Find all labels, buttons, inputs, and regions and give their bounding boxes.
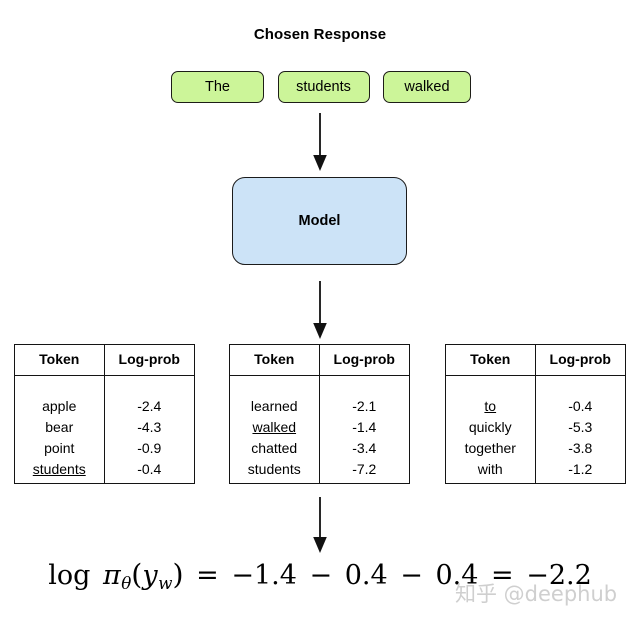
page-title: Chosen Response [253, 26, 387, 43]
logprob-sum-formula: log πθ(yw) = −1.4 − 0.4 − 0.4 = −2.2 [0, 558, 640, 593]
formula-term-0: −1.4 [231, 560, 297, 591]
logprob-value: -3.8 [568, 440, 593, 456]
response-token-chip-1: students [277, 71, 370, 103]
table-row: learned [230, 396, 319, 417]
token-value: apple [42, 398, 77, 414]
logprob-table-2: Token to quickly together with Log-prob … [445, 344, 626, 484]
logprob-table-1-token-header: Token [230, 345, 319, 376]
token-value: bear [45, 419, 74, 435]
table-row: together [446, 438, 535, 459]
model-box: Model [232, 177, 407, 265]
logprob-table-1-logprob-header: Log-prob [319, 345, 409, 376]
token-value-selected: to [484, 398, 497, 414]
logprob-value: -0.4 [137, 461, 162, 477]
formula-equals-1: = [196, 560, 219, 591]
logprob-value: -3.4 [352, 440, 377, 456]
logprob-table-2-logprob-column: Log-prob -0.4 -5.3 -3.8 -1.2 [535, 345, 625, 483]
logprob-table-0-logprob-header: Log-prob [104, 345, 194, 376]
token-value-selected: walked [252, 419, 297, 435]
token-value: together [464, 440, 516, 456]
formula-equals-2: = [491, 560, 514, 591]
logprob-table-2-token-header: Token [446, 345, 535, 376]
logprob-table-0-token-header: Token [15, 345, 104, 376]
logprob-table-0-logprob-column: Log-prob -2.4 -4.3 -0.9 -0.4 [104, 345, 194, 483]
formula-y: y [142, 560, 158, 591]
token-value: with [477, 461, 503, 477]
table-row: apple [15, 396, 104, 417]
formula-paren-open: ( [131, 558, 143, 591]
token-value-selected: students [32, 461, 86, 477]
formula-paren-close: ) [172, 558, 184, 591]
logprob-value: -2.4 [137, 398, 162, 414]
logprob-table-1-token-column: Token learned walked chatted students [230, 345, 320, 483]
arrow-down-icon-model-to-tables [308, 281, 332, 341]
formula-y-subscript: w [158, 572, 173, 593]
token-value: learned [250, 398, 298, 414]
logprob-table-2-token-column: Token to quickly together with [446, 345, 536, 483]
table-row: chatted [230, 438, 319, 459]
table-row: walked [230, 417, 319, 438]
table-row: bear [15, 417, 104, 438]
formula-term-1: 0.4 [344, 560, 388, 591]
token-value: quickly [468, 419, 512, 435]
response-token-chip-2: walked [383, 71, 471, 103]
response-token-chip-0: The [171, 71, 264, 103]
formula-result: −2.2 [526, 560, 592, 591]
logprob-table-1: Token learned walked chatted students Lo… [229, 344, 410, 484]
table-row: students [230, 459, 319, 480]
logprob-table-0: Token apple bear point students Log-prob… [14, 344, 195, 484]
logprob-value: -4.3 [137, 419, 162, 435]
logprob-value: -0.4 [568, 398, 593, 414]
logprob-value: -1.2 [568, 461, 593, 477]
token-value: students [247, 461, 301, 477]
logprob-value: -2.1 [352, 398, 377, 414]
formula-pi-subscript: θ [121, 572, 132, 593]
logprob-table-0-token-column: Token apple bear point students [15, 345, 105, 483]
chosen-response-token-row: The students walked [171, 71, 471, 103]
logprob-value: -7.2 [352, 461, 377, 477]
table-row: to [446, 396, 535, 417]
formula-pi: π [102, 560, 121, 591]
arrow-down-icon-tokens-to-model [308, 113, 332, 173]
logprob-value: -1.4 [352, 419, 377, 435]
table-row: point [15, 438, 104, 459]
token-value: chatted [251, 440, 298, 456]
model-box-label: Model [298, 213, 341, 229]
formula-term-2: 0.4 [435, 560, 479, 591]
formula-log: log [48, 560, 91, 591]
logprob-value: -0.9 [137, 440, 162, 456]
formula-minus-1: − [309, 560, 333, 591]
logprob-value: -5.3 [568, 419, 593, 435]
token-value: point [44, 440, 75, 456]
table-row: quickly [446, 417, 535, 438]
logprob-table-1-logprob-column: Log-prob -2.1 -1.4 -3.4 -7.2 [319, 345, 409, 483]
logprob-table-2-logprob-header: Log-prob [535, 345, 625, 376]
logprob-tables-row: Token apple bear point students Log-prob… [0, 344, 640, 484]
arrow-down-icon-tables-to-formula [308, 497, 332, 555]
formula-minus-2: − [400, 560, 423, 591]
table-row: with [446, 459, 535, 480]
table-row: students [15, 459, 104, 480]
